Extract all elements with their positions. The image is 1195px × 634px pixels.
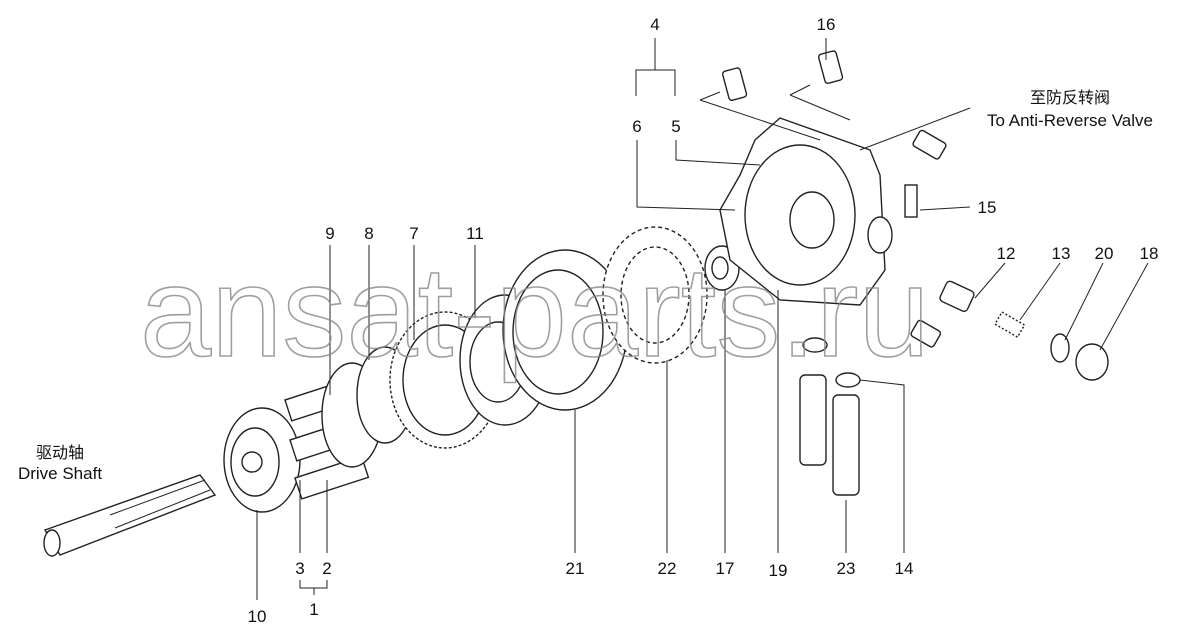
callout-5: 5 [671, 117, 680, 136]
part-21-ring [502, 249, 628, 411]
part-10-flange [223, 407, 301, 513]
leader-lines [256, 38, 1149, 600]
callout-2: 2 [322, 559, 331, 578]
callout-12: 12 [997, 244, 1016, 263]
callout-18: 18 [1140, 244, 1159, 263]
callout-19: 19 [769, 561, 788, 580]
callout-17: 17 [716, 559, 735, 578]
callout-4: 4 [650, 15, 659, 34]
anti-reverse-valve-en: To Anti-Reverse Valve [987, 111, 1153, 130]
part-18-plug [1075, 343, 1109, 381]
part-12-fitting [939, 280, 975, 313]
callout-3: 3 [295, 559, 304, 578]
part-22-springs [602, 226, 708, 364]
drive-shaft-cn: 驱动轴 [36, 443, 84, 462]
callout-21: 21 [566, 559, 585, 578]
callout-16: 16 [817, 15, 836, 34]
anti-reverse-valve-cn: 至防反转阀 [1030, 88, 1110, 107]
valve-housing [719, 117, 893, 306]
callout-8: 8 [364, 224, 373, 243]
part-15-plate [904, 184, 918, 218]
drive-shaft-en: Drive Shaft [18, 464, 102, 483]
callout-23: 23 [837, 559, 856, 578]
callout-22: 22 [658, 559, 677, 578]
callout-11: 11 [466, 224, 484, 243]
callout-9: 9 [325, 224, 334, 243]
callout-7: 7 [409, 224, 418, 243]
part-16-bolts [721, 50, 947, 348]
callout-13: 13 [1052, 244, 1071, 263]
callout-10: 10 [248, 607, 267, 626]
drive-shaft-part [43, 474, 217, 557]
callout-14: 14 [895, 559, 914, 578]
part-23-relief-valves [799, 337, 861, 496]
callout-20: 20 [1095, 244, 1114, 263]
part-20-oring [1050, 333, 1070, 363]
part-13-spring [994, 311, 1026, 339]
callout-6: 6 [632, 117, 641, 136]
callout-1: 1 [309, 600, 318, 619]
watermark: ansat-parts.ru [140, 241, 930, 384]
callout-15: 15 [978, 198, 997, 217]
